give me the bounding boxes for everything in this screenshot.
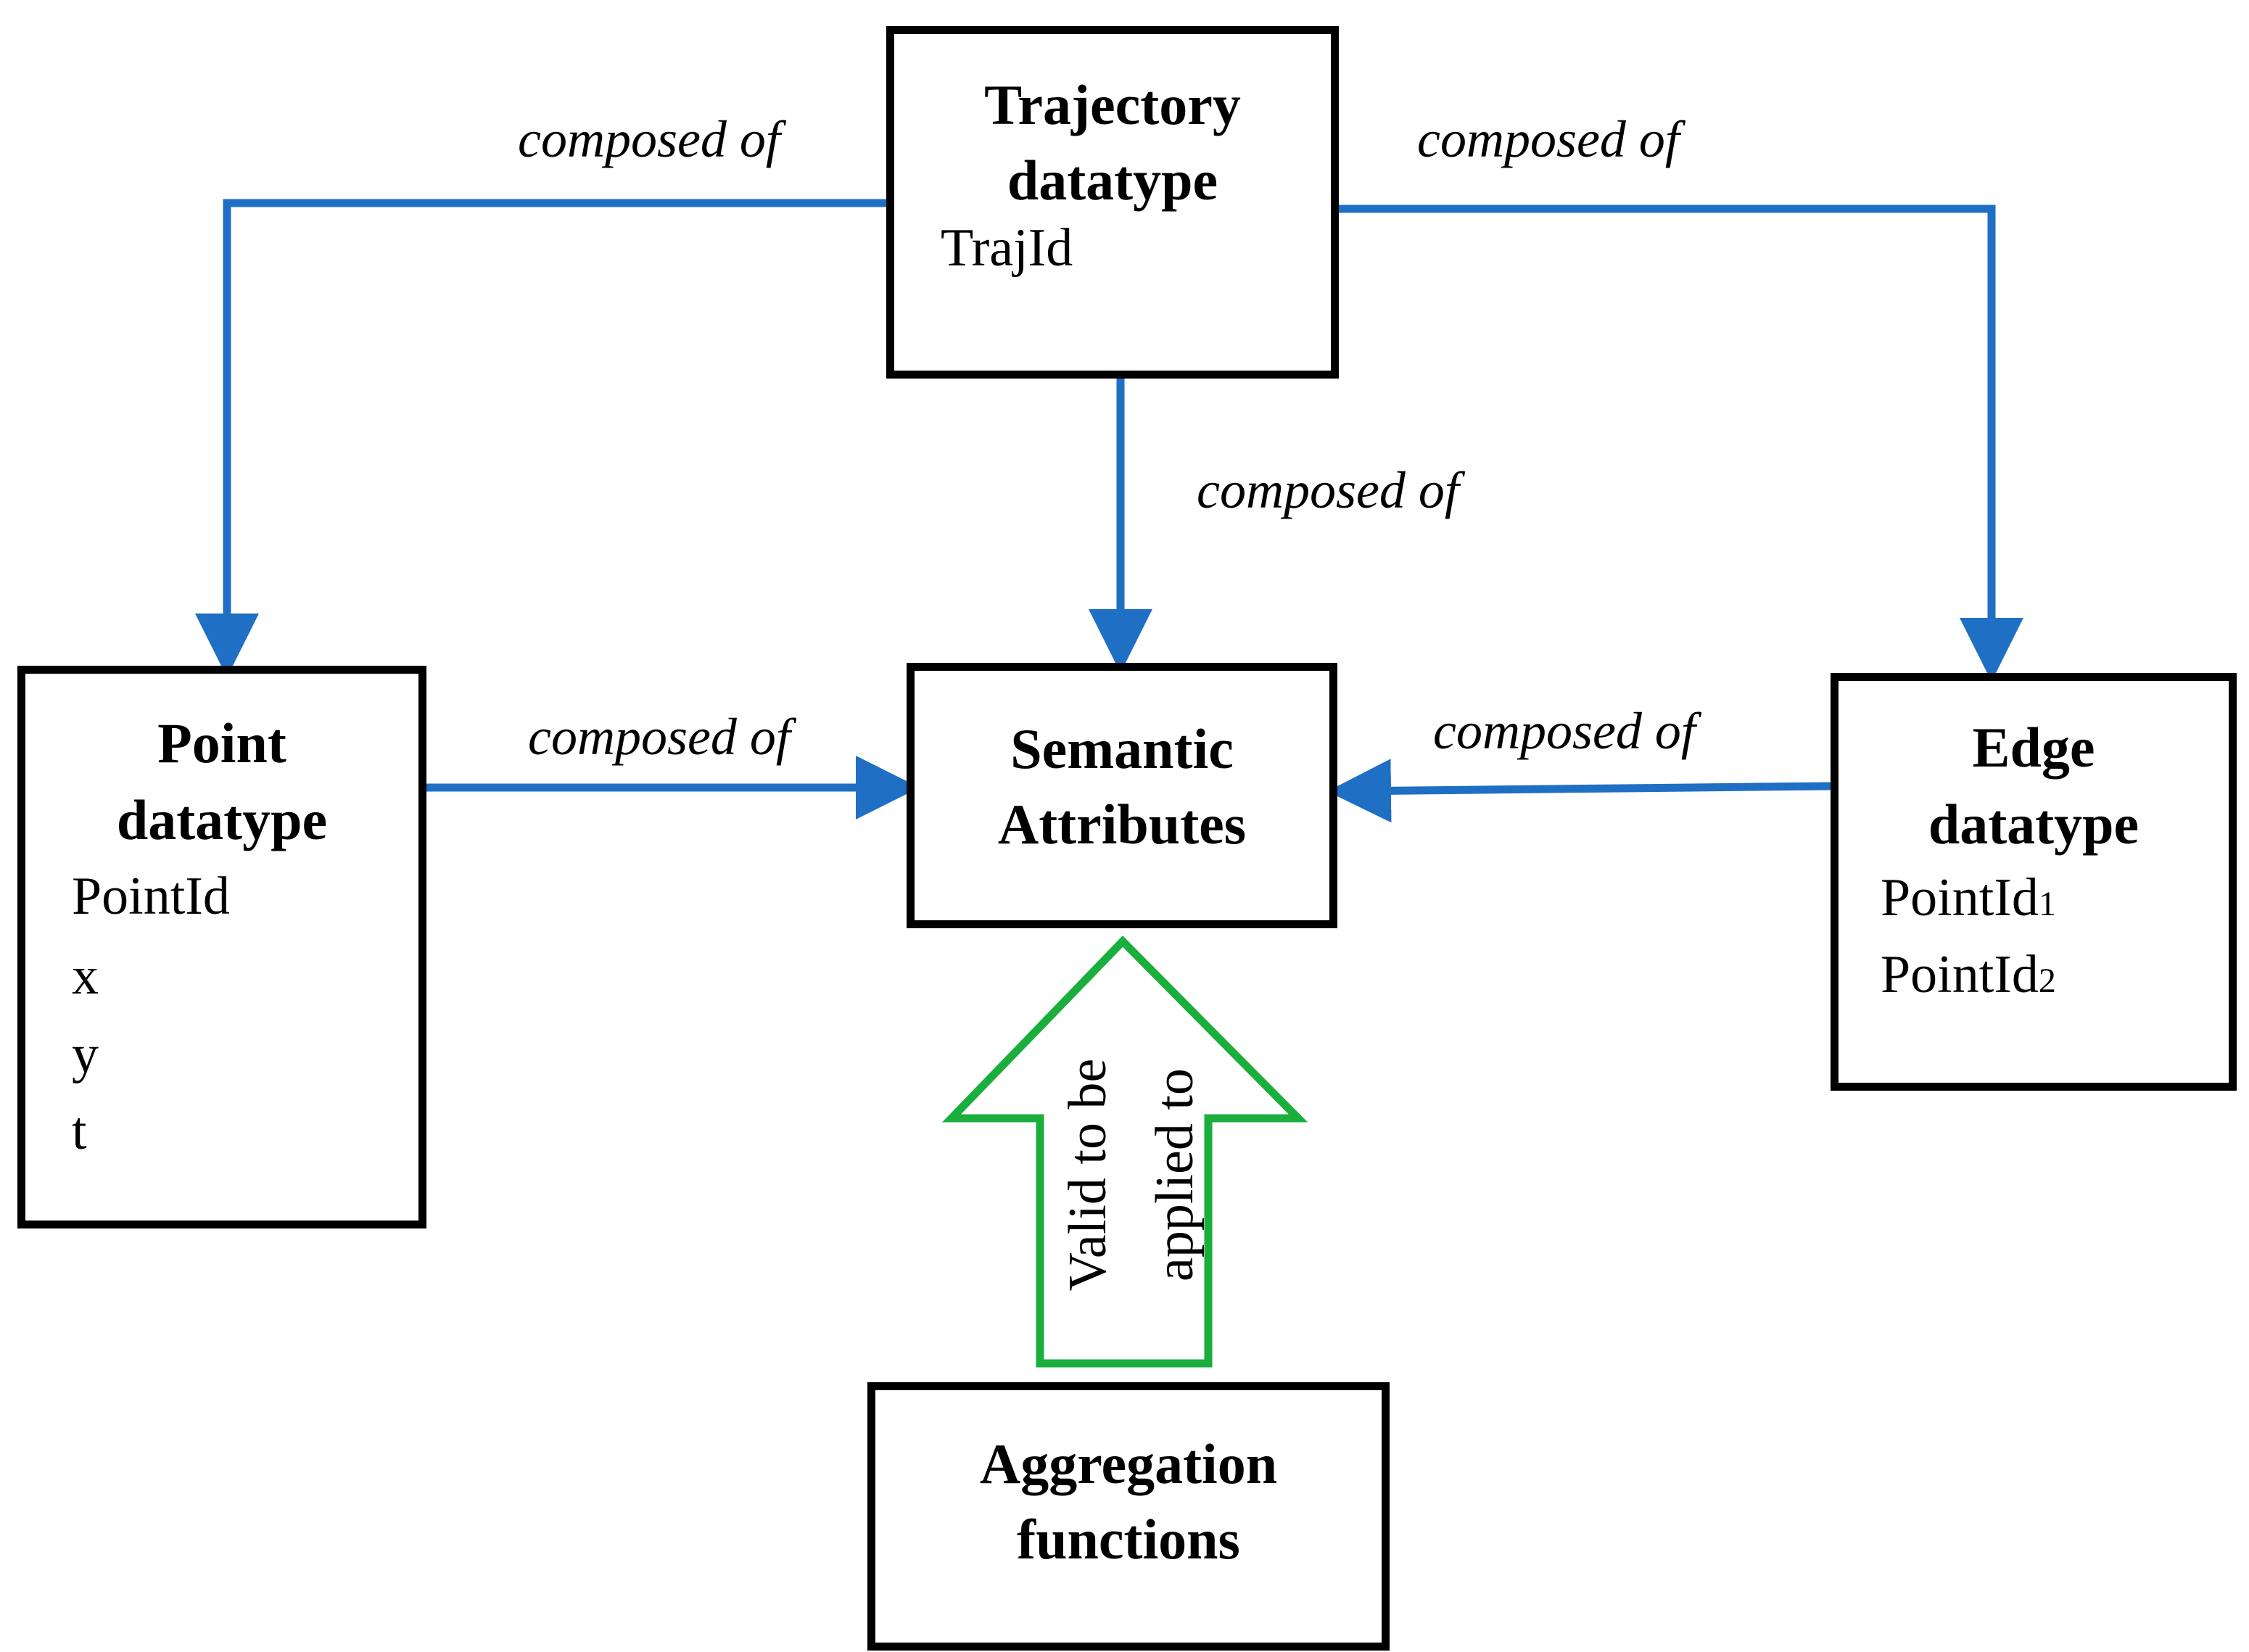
point-title-line1: Point	[157, 711, 286, 775]
arrow-traj-to-edge	[1334, 205, 2023, 682]
arrow-edge-to-semantic	[1327, 759, 1832, 823]
edge-title-line2: datatype	[1928, 793, 2139, 856]
arrow-aggregation-to-semantic	[942, 936, 1308, 1368]
trajectory-datatype-box: Trajectory datatype TrajId	[886, 26, 1339, 379]
point-attr-pointid: PointId	[72, 867, 230, 926]
trajectory-attr-trajid: TrajId	[941, 218, 1073, 278]
point-attr-t: t	[72, 1102, 87, 1161]
trajectory-title-line1: Trajectory	[984, 73, 1241, 136]
point-title-line2: datatype	[116, 788, 328, 851]
edge-title-line1: Edge	[1972, 716, 2095, 779]
label-edge-to-semantic: composed of	[1433, 702, 1696, 760]
label-traj-to-semantic: composed of	[1197, 461, 1459, 519]
valid-arrow-text-line2: applied to	[1145, 1068, 1205, 1281]
edge-attr-pointid2: PointId2	[1881, 945, 2056, 1004]
semantic-title-line2: Attributes	[997, 793, 1247, 856]
label-traj-to-edge: composed of	[1417, 110, 1680, 168]
label-traj-to-point: composed of	[518, 110, 780, 168]
aggregation-functions-box: Aggregation functions	[867, 1382, 1390, 1651]
trajectory-title-line2: datatype	[1007, 149, 1218, 212]
label-point-to-semantic: composed of	[528, 708, 791, 766]
semantic-attributes-box: Semantic Attributes	[907, 663, 1337, 928]
arrow-traj-to-point	[195, 199, 886, 677]
valid-arrow-text-line1: Valid to be	[1058, 1058, 1118, 1292]
point-attr-y: y	[72, 1025, 99, 1084]
point-datatype-box: Point datatype PointId x y t	[17, 666, 426, 1228]
point-attr-x: x	[72, 946, 99, 1006]
semantic-title-line1: Semantic	[1010, 717, 1234, 780]
aggregation-title-line1: Aggregation	[979, 1432, 1278, 1495]
aggregation-title-line2: functions	[1017, 1508, 1240, 1571]
edge-attr-pointid1: PointId1	[1881, 868, 2056, 928]
edge-datatype-box: Edge datatype PointId1 PointId2	[1831, 673, 2237, 1091]
